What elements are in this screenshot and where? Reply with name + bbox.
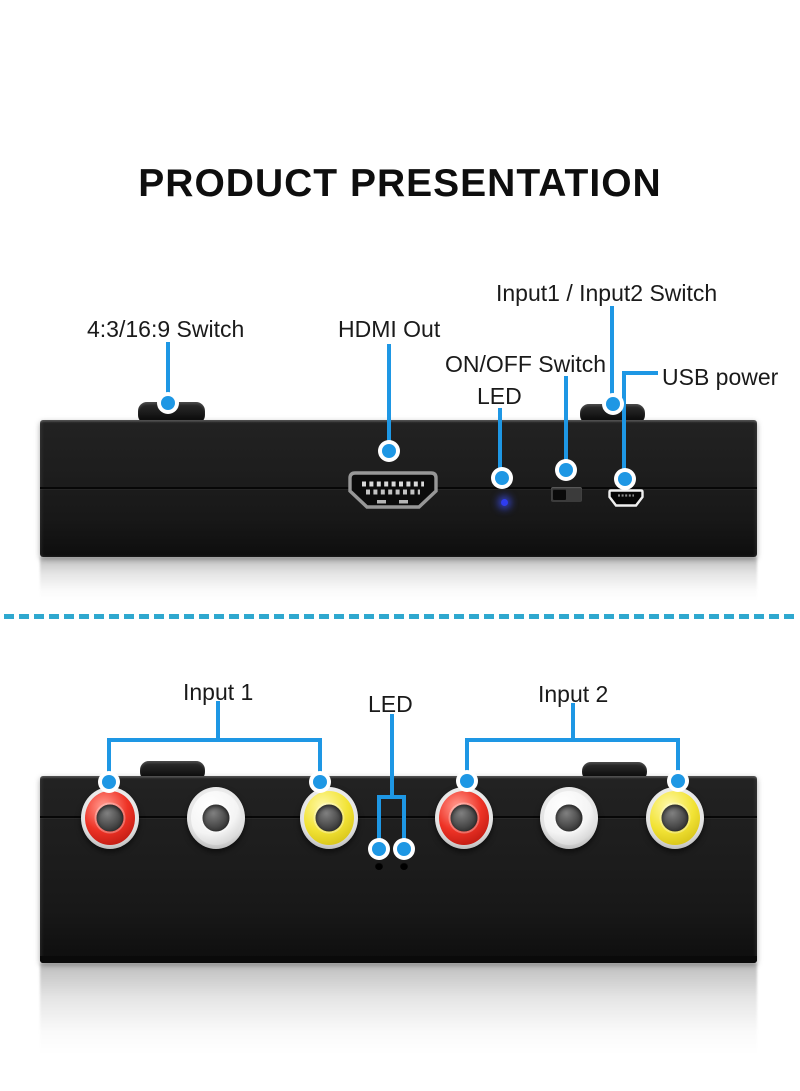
rca-jack-input2-audio-l bbox=[540, 787, 598, 849]
callout-dot-ratio-switch bbox=[157, 392, 179, 414]
callout-line-led-top bbox=[498, 408, 502, 479]
callout-dot-hdmi-out bbox=[378, 440, 400, 462]
bracket-input2-leg-right bbox=[676, 738, 680, 785]
callout-line-hdmi-out bbox=[387, 344, 391, 452]
callout-dot-input2-audio bbox=[667, 770, 689, 792]
power-led-icon bbox=[501, 499, 508, 506]
rca-socket bbox=[202, 804, 230, 832]
callout-dot-onoff-switch bbox=[555, 459, 577, 481]
device-bottom-edge bbox=[40, 956, 757, 963]
rca-jack-input2-video bbox=[435, 787, 493, 849]
bracket-input2-stem bbox=[571, 703, 575, 742]
label-onoff-switch: ON/OFF Switch bbox=[445, 351, 607, 377]
label-hdmi-out: HDMI Out bbox=[338, 316, 441, 342]
callout-dot-input1-video bbox=[98, 771, 120, 793]
rca-socket bbox=[96, 804, 124, 832]
rca-jack-input2-audio-r bbox=[646, 787, 704, 849]
bracket-led-leg-right bbox=[402, 795, 406, 851]
label-led-top: LED bbox=[477, 383, 522, 409]
device-front-seam bbox=[40, 816, 757, 818]
bracket-input1-leg-left bbox=[107, 738, 111, 786]
bracket-input2-leg-left bbox=[465, 738, 469, 785]
device-front-reflection bbox=[40, 963, 757, 1055]
rca-socket bbox=[555, 804, 583, 832]
led-hole-2 bbox=[400, 862, 408, 870]
bracket-led-leg-left bbox=[377, 795, 381, 851]
label-input2: Input 2 bbox=[538, 681, 609, 707]
callout-dot-input-switch bbox=[602, 393, 624, 415]
label-usb-power: USB power bbox=[662, 364, 779, 390]
bracket-input1-leg-right bbox=[318, 738, 322, 786]
bracket-input1-bar bbox=[107, 738, 322, 742]
callout-dot-input2-video bbox=[456, 770, 478, 792]
rca-jack-input1-audio-r bbox=[300, 787, 358, 849]
device-front-view bbox=[40, 776, 757, 963]
label-ratio-switch: 4:3/16:9 Switch bbox=[87, 316, 245, 342]
label-input1: Input 1 bbox=[183, 679, 254, 705]
rca-socket bbox=[315, 804, 343, 832]
callout-dot-led2 bbox=[393, 838, 415, 860]
rca-socket bbox=[450, 804, 478, 832]
label-led-bottom: LED bbox=[368, 691, 413, 717]
rca-socket bbox=[661, 804, 689, 832]
bracket-input2-bar bbox=[465, 738, 680, 742]
callout-line-usb-power-horizontal bbox=[622, 371, 658, 375]
bracket-led-bar bbox=[377, 795, 406, 799]
rca-jack-input1-audio-l bbox=[187, 787, 245, 849]
onoff-switch-knob bbox=[553, 489, 566, 500]
rca-jack-input1-video bbox=[81, 787, 139, 849]
device-side-reflection bbox=[40, 557, 757, 601]
label-input-switch: Input1 / Input2 Switch bbox=[496, 280, 718, 306]
callout-dot-usb-power bbox=[614, 468, 636, 490]
led-hole-1 bbox=[375, 862, 383, 870]
bracket-input1-stem bbox=[216, 701, 220, 742]
callout-line-onoff-switch bbox=[564, 376, 568, 471]
callout-dot-led-top bbox=[491, 467, 513, 489]
callout-line-input-switch bbox=[610, 306, 614, 405]
callout-line-usb-power-vertical bbox=[622, 371, 626, 480]
callout-dot-led1 bbox=[368, 838, 390, 860]
page-title: PRODUCT PRESENTATION bbox=[138, 162, 662, 205]
callout-line-ratio-switch bbox=[166, 342, 170, 404]
hdmi-port-icon bbox=[348, 471, 438, 509]
callout-dot-input1-audio bbox=[309, 771, 331, 793]
micro-usb-port-icon bbox=[608, 489, 644, 507]
onoff-switch-icon bbox=[551, 487, 582, 502]
device-side-view bbox=[40, 420, 757, 557]
bracket-led-stem bbox=[390, 714, 394, 799]
section-divider bbox=[4, 614, 796, 619]
